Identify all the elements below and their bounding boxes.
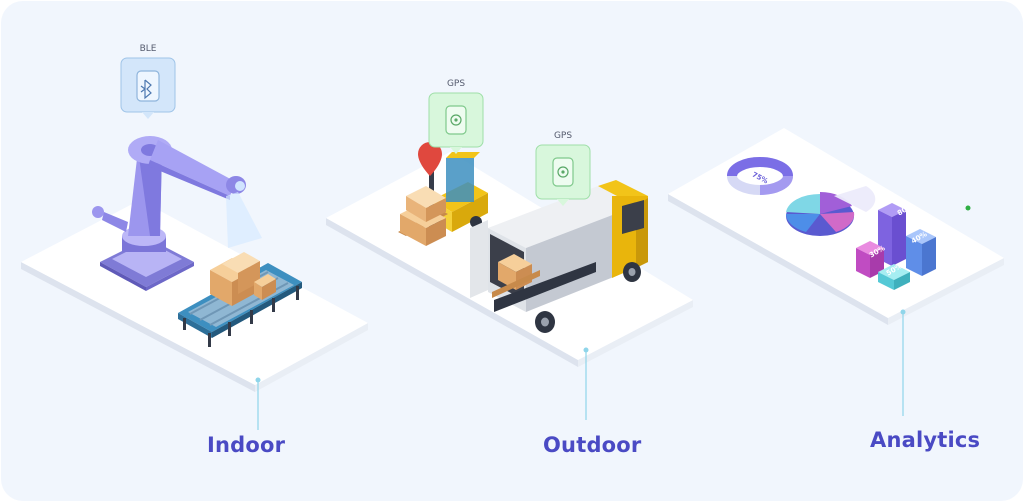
gps-label-truck: GPS <box>554 131 572 141</box>
status-dot <box>965 205 971 211</box>
indoor-scene: BLE <box>21 44 368 392</box>
forklift-icon <box>398 152 488 246</box>
leader-lines <box>255 309 906 430</box>
analytics-scene: 75% 80% 30% 40% <box>668 128 1004 325</box>
outdoor-scene: GPS <box>326 79 693 367</box>
ble-tag: BLE <box>120 44 176 119</box>
location-pin-icon <box>418 142 442 176</box>
robot-arm-icon <box>92 136 262 291</box>
indoor-platform <box>21 200 368 385</box>
outdoor-label: Outdoor <box>543 433 642 457</box>
indoor-label: Indoor <box>207 433 286 457</box>
gps-tag-truck: GPS <box>535 131 591 206</box>
gps-tag-forklift: GPS <box>428 79 484 154</box>
conveyor-icon <box>178 252 302 347</box>
gps-icon <box>450 114 462 126</box>
gps-icon-truck <box>557 166 569 178</box>
gps-label-forklift: GPS <box>447 79 465 89</box>
bluetooth-icon <box>140 79 152 100</box>
analytics-label: Analytics <box>870 428 981 452</box>
pie-chart-icon <box>786 186 876 236</box>
truck-icon <box>470 180 648 333</box>
donut-chart-icon: 75% <box>727 157 793 195</box>
ble-label: BLE <box>140 44 157 54</box>
